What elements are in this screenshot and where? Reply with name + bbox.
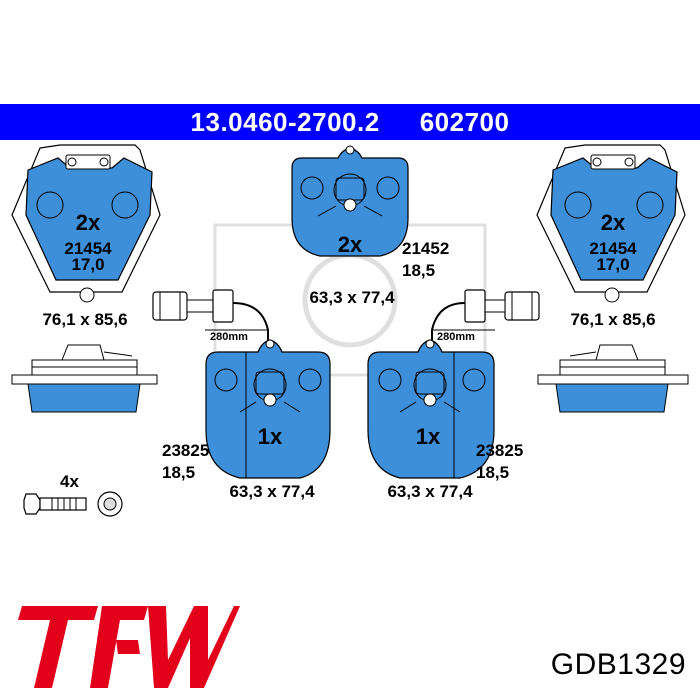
pad-bottom-right-qty: 1x [416,424,441,449]
pad-bottom-right-code: 23825 [476,441,523,460]
pad-bottom-left-size: 63,3 x 77,4 [229,482,315,501]
pad-left-outer-qty: 2x [76,210,101,235]
pad-right-outer-size: 76,1 x 85,6 [570,310,655,329]
brake-pad-diagram: 2x 21454 17,0 76,1 x 85,6 2x 21454 17,0 … [11,144,689,517]
trw-logo [18,606,240,688]
pad-left-outer: 2x 21454 17,0 76,1 x 85,6 [11,144,161,329]
product-code: GDB1329 [550,648,686,681]
pad-bottom-left-qty: 1x [258,424,283,449]
pad-right-outer-qty: 2x [601,210,626,235]
bolt-qty: 4x [60,472,79,491]
pad-bottom-right-size: 63,3 x 77,4 [387,482,473,501]
pad-right-outer-thickness: 17,0 [596,255,629,274]
pad-bottom-right-thickness: 18,5 [476,463,509,482]
wear-sensor-left: 280mm [152,289,269,345]
pad-bottom-left-code: 23825 [162,441,209,460]
bolt-icon [23,493,87,515]
pad-right-outer: 2x 21454 17,0 76,1 x 85,6 [536,144,686,329]
washer-icon [97,491,123,517]
wear-sensor-right: 280mm [431,289,540,345]
pad-center-top: 2x 21452 18,5 63,3 x 77,4 [291,145,449,307]
pad-right-outer-code: 21454 [589,239,637,258]
pad-bottom-right: 1x 23825 18,5 63,3 x 77,4 [367,339,523,501]
pad-bottom-left-thickness: 18,5 [162,463,195,482]
pad-left-outer-thickness: 17,0 [71,255,104,274]
pad-left-outer-size: 76,1 x 85,6 [42,310,127,329]
pad-center-top-qty: 2x [338,232,363,257]
pad-right-side-view [537,344,689,413]
title-bar: 13.0460-2700.2 602700 [0,104,700,140]
pad-left-side-view [11,344,158,413]
pad-center-top-size: 63,3 x 77,4 [309,288,395,307]
part-number: 13.0460-2700.2 [190,106,380,137]
pad-left-outer-code: 21454 [64,239,112,258]
pad-bottom-left: 1x 23825 18,5 63,3 x 77,4 [162,339,331,501]
reference-number: 602700 [419,106,510,137]
bolt-kit: 4x [23,472,123,517]
sensor-right-length: 280mm [437,331,475,343]
pad-center-top-code: 21452 [402,239,449,258]
pad-center-top-thickness: 18,5 [402,261,435,280]
sensor-left-length: 280mm [210,331,248,343]
